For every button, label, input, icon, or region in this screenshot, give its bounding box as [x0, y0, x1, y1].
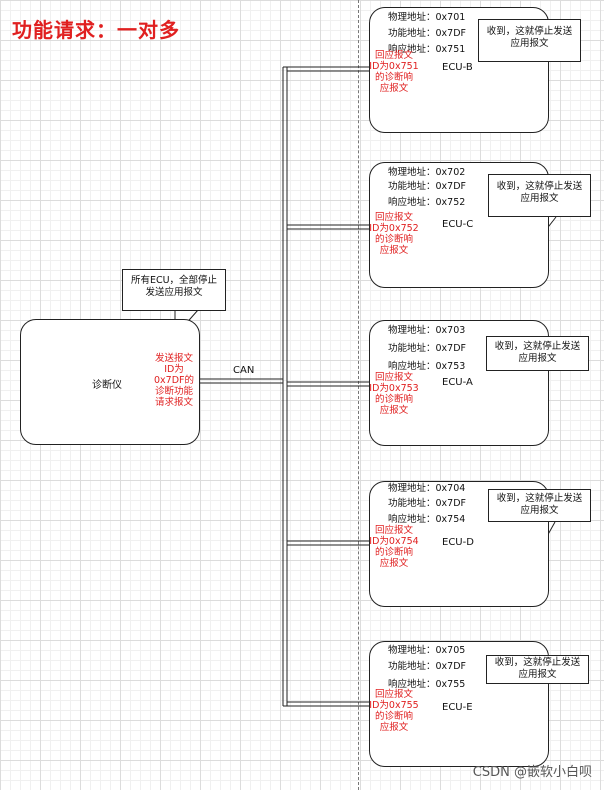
page-title: 功能请求：一对多 [12, 18, 180, 42]
ecu-name: ECU-C [442, 219, 474, 230]
ecu-callout-text: 收到，这就停止发送 应用报文 [494, 657, 581, 680]
ecu-functional-address: 功能地址：0x7DF [388, 343, 466, 354]
tester-request-note: 发送报文 ID为 0x7DF的 诊断功能 请求报文 [154, 353, 194, 408]
ecu-physical-address: 物理地址：0x704 [388, 483, 466, 494]
ecu-name: ECU-A [442, 377, 473, 388]
ecu-functional-address: 功能地址：0x7DF [388, 181, 466, 192]
ecu-callout-text: 收到，这就停止发送 应用报文 [486, 26, 573, 49]
ecu-reply-note: 回应报文 ID为0x754 的诊断响 应报文 [369, 525, 419, 569]
ecu-callout [488, 174, 591, 217]
ecu-physical-address: 物理地址：0x702 [388, 167, 466, 178]
ecu-response-address: 响应地址：0x753 [388, 361, 466, 372]
watermark: CSDN @嵌软小白呗 [472, 765, 592, 780]
ecu-callout-text: 收到，这就停止发送 应用报文 [496, 493, 583, 516]
ecu-reply-note: 回应报文 ID为0x751 的诊断响 应报文 [369, 50, 419, 94]
ecu-name: ECU-D [442, 537, 474, 548]
tester-name: 诊断仪 [92, 380, 122, 391]
ecu-reply-note: 回应报文 ID为0x755 的诊断响 应报文 [369, 689, 419, 733]
ecu-response-address: 响应地址：0x754 [388, 514, 466, 525]
ecu-physical-address: 物理地址：0x703 [388, 325, 466, 336]
ecu-callout [478, 19, 581, 62]
ecu-response-address: 响应地址：0x751 [388, 44, 466, 55]
ecu-response-address: 响应地址：0x755 [388, 679, 466, 690]
ecu-callout-text: 收到，这就停止发送 应用报文 [494, 341, 581, 364]
tester-callout-text: 所有ECU，全部停止 发送应用报文 [130, 275, 218, 298]
ecu-response-address: 响应地址：0x752 [388, 197, 466, 208]
tester-callout [122, 269, 226, 311]
ecu-physical-address: 物理地址：0x705 [388, 645, 466, 656]
ecu-reply-note: 回应报文 ID为0x753 的诊断响 应报文 [369, 372, 419, 416]
ecu-callout [486, 655, 589, 684]
ecu-reply-note: 回应报文 ID为0x752 的诊断响 应报文 [369, 212, 419, 256]
can-bus-label: CAN [233, 365, 255, 376]
ecu-callout-text: 收到，这就停止发送 应用报文 [496, 181, 583, 204]
ecu-callout [486, 336, 589, 371]
ecu-physical-address: 物理地址：0x701 [388, 12, 466, 23]
tester-box [20, 319, 200, 445]
ecu-functional-address: 功能地址：0x7DF [388, 498, 466, 509]
ecu-functional-address: 功能地址：0x7DF [388, 28, 466, 39]
ecu-functional-address: 功能地址：0x7DF [388, 661, 466, 672]
page-boundary-line [358, 0, 359, 790]
ecu-callout [488, 489, 591, 522]
ecu-name: ECU-E [442, 702, 473, 713]
ecu-name: ECU-B [442, 62, 473, 73]
